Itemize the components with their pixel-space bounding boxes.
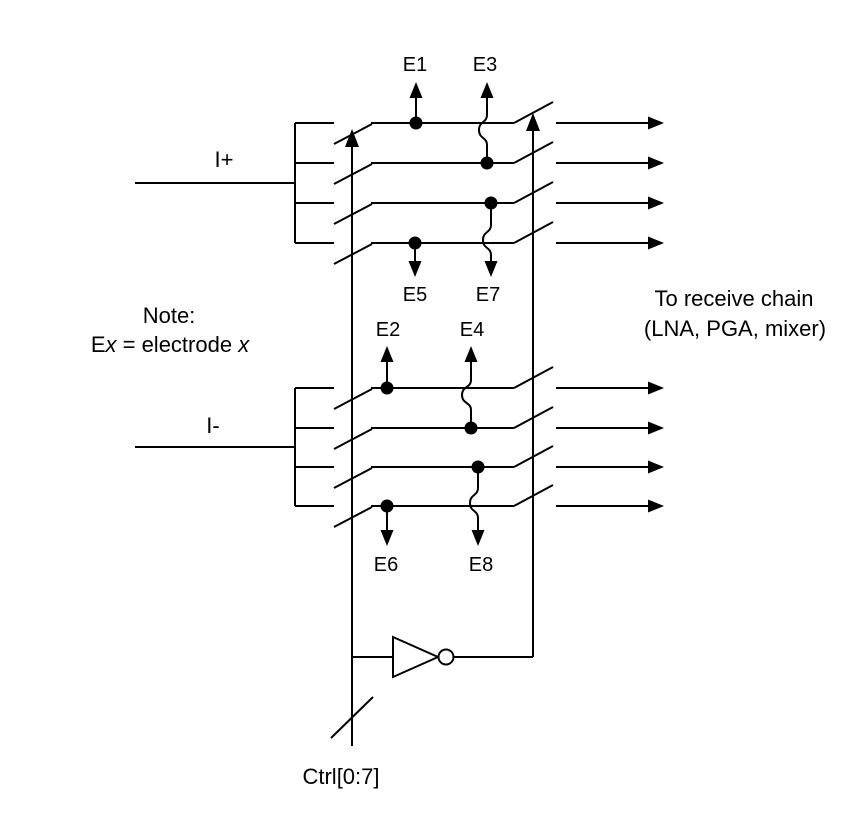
electrode-tap-e7: E7 xyxy=(476,196,500,306)
output-arrow xyxy=(556,116,664,130)
electrode-tap-e1: E1 xyxy=(403,54,427,130)
right-arrowhead-icon xyxy=(648,421,664,435)
electrode-stem-crossover xyxy=(477,98,488,163)
i-plus-label: I+ xyxy=(215,147,234,172)
right-arrowhead-icon xyxy=(648,499,664,513)
inverter-bubble-icon xyxy=(437,648,455,666)
right-arrowhead-icon xyxy=(648,381,664,395)
output-arrow xyxy=(556,236,664,250)
input-bracket xyxy=(294,387,334,507)
electrode-label-e4: E4 xyxy=(460,319,484,341)
electrode-tap-e6: E6 xyxy=(374,499,398,576)
input-bracket xyxy=(294,122,334,244)
electrode-tap-e3: E3 xyxy=(473,54,497,170)
electrode-stem-crossover xyxy=(460,362,472,428)
electrode-tap-e8: E8 xyxy=(468,460,493,576)
switch-blade xyxy=(513,101,554,124)
right-arrowhead-icon xyxy=(648,236,664,250)
electrode-tap-e2: E2 xyxy=(376,319,400,395)
up-arrowhead-icon xyxy=(480,82,494,98)
electrode-tap-e5: E5 xyxy=(403,236,427,306)
note-line1: Note: xyxy=(143,303,196,328)
electrode-stem-crossover xyxy=(468,467,479,530)
output-arrow xyxy=(556,381,664,395)
receive-chain-label: To receive chain (LNA, PGA, mixer) xyxy=(644,286,826,341)
electrode-label-e3: E3 xyxy=(473,54,497,76)
right-arrowhead-icon xyxy=(648,156,664,170)
output-arrow xyxy=(556,196,664,210)
electrode-label-e5: E5 xyxy=(403,284,427,306)
up-arrowhead-icon xyxy=(345,129,359,147)
up-arrowhead-icon xyxy=(464,346,478,362)
negative-input-bank xyxy=(135,366,664,528)
control-section: Ctrl[0:7] xyxy=(302,113,540,789)
down-arrowhead-icon xyxy=(380,530,394,546)
i-minus-label: I- xyxy=(206,413,219,438)
output-arrow xyxy=(556,499,664,513)
electrode-label-e6: E6 xyxy=(374,554,398,576)
down-arrowhead-icon xyxy=(471,530,485,546)
control-bus-label: Ctrl[0:7] xyxy=(302,764,379,789)
down-arrowhead-icon xyxy=(408,261,422,277)
electrode-label-e1: E1 xyxy=(403,54,427,76)
electrode-label-e7: E7 xyxy=(476,284,500,306)
up-arrowhead-icon xyxy=(526,113,540,131)
note-line2: Ex = electrode x xyxy=(91,332,250,357)
electrode-label-e8: E8 xyxy=(469,554,493,576)
output-arrow xyxy=(556,460,664,474)
electrode-tap-e4: E4 xyxy=(460,319,484,435)
down-arrowhead-icon xyxy=(484,261,498,277)
right-arrowhead-icon xyxy=(648,196,664,210)
up-arrowhead-icon xyxy=(409,82,423,98)
bus-width-slash-icon xyxy=(330,696,374,739)
electrode-stem-crossover xyxy=(481,203,492,261)
output-arrow xyxy=(556,156,664,170)
note-block: Note: Ex = electrode x xyxy=(91,303,250,357)
output-arrow xyxy=(556,421,664,435)
inverter-triangle-icon xyxy=(392,635,441,679)
right-arrowhead-icon xyxy=(648,460,664,474)
inverter xyxy=(352,635,533,679)
receive-chain-line2: (LNA, PGA, mixer) xyxy=(644,316,826,341)
receive-chain-line1: To receive chain xyxy=(655,286,814,311)
electrode-label-e2: E2 xyxy=(376,319,400,341)
right-arrowhead-icon xyxy=(648,116,664,130)
positive-input-bank xyxy=(135,101,664,265)
up-arrowhead-icon xyxy=(380,346,394,362)
